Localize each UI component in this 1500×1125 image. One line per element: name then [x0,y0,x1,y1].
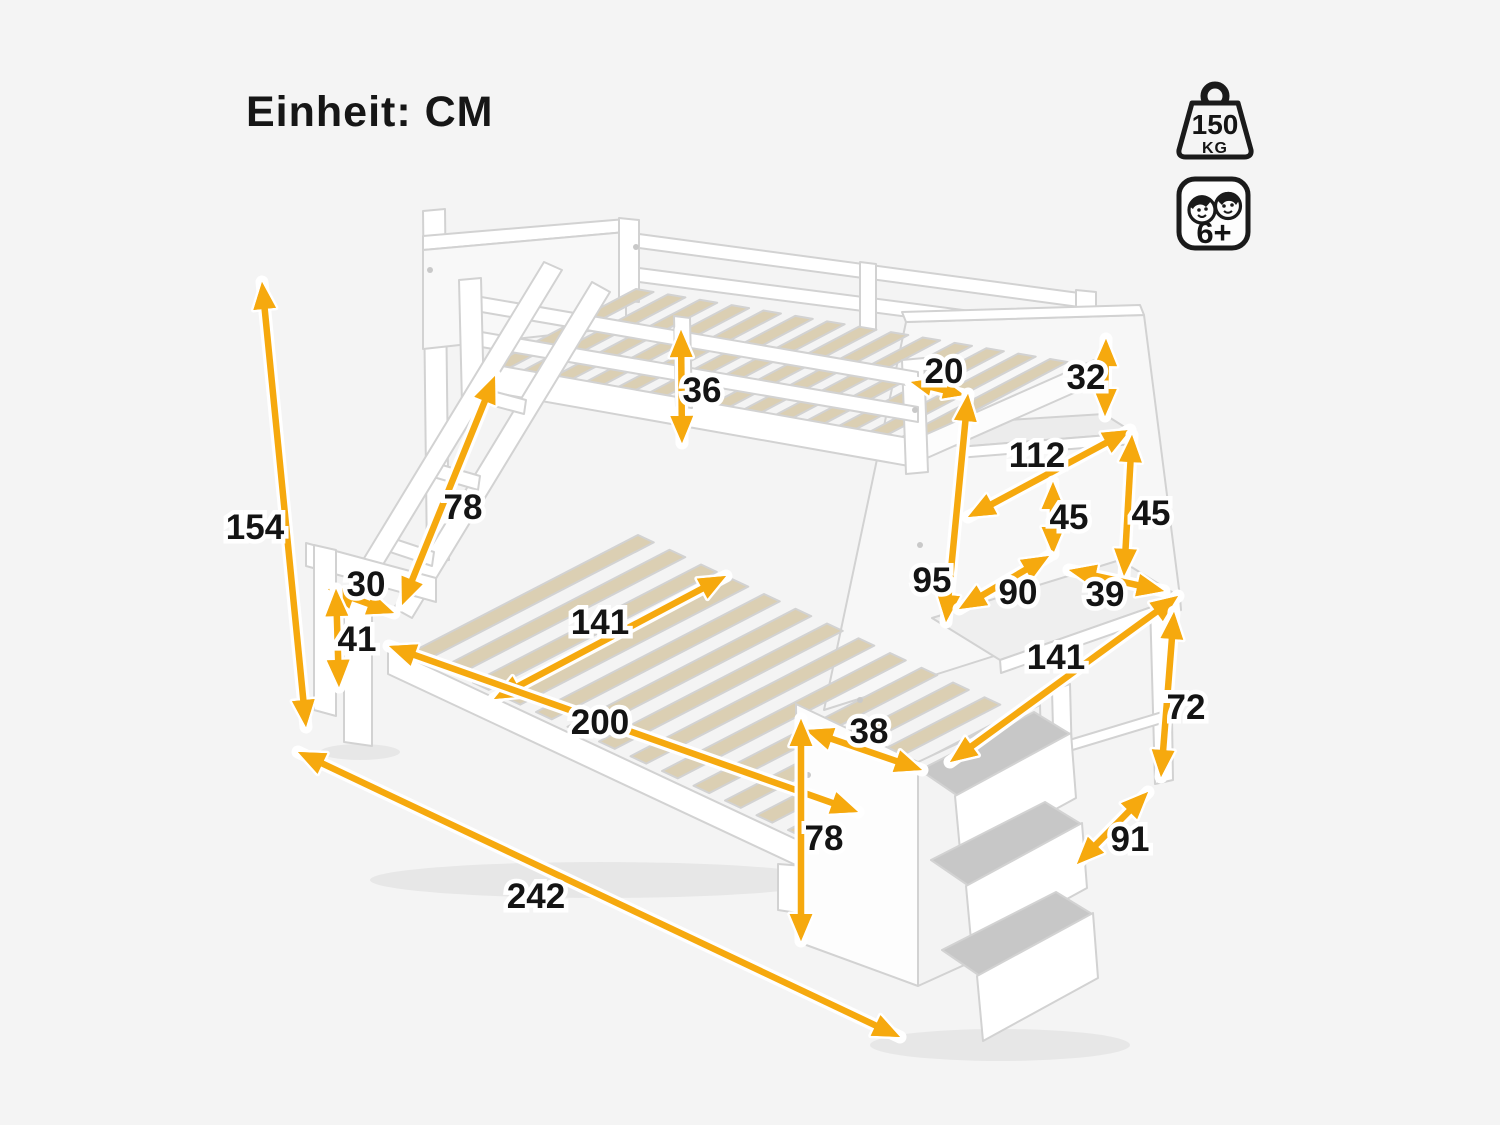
max-load-unit: KG [1202,140,1228,157]
weight-icon [1176,100,1254,160]
dimension-ladder-length: 78 [395,369,502,612]
unit-label: Einheit: CM [246,88,494,136]
dimension-side-rail-height: 41 [322,582,381,694]
slat [566,607,813,736]
age-label: 6+ [1196,215,1231,250]
dimension-label-post-depth: 20 [925,352,964,391]
dimension-label-overall-length: 242 [507,877,565,916]
dimension-cabinet-depth: 38 [799,708,929,777]
dimension-label-ladder-length: 78 [444,488,483,527]
dimension-desk-length: 141 [943,589,1185,769]
dimension-desk-inner-width: 90 [952,549,1056,617]
dimension-label-desk-inner-width: 90 [999,573,1038,612]
dimension-panel-height: 95 [908,387,980,629]
dimension-drawer-extension: 91 [1070,785,1155,871]
drawer-3 [941,891,1099,1042]
dimension-label-guardrail-height: 36 [683,371,722,410]
dimension-label-desk-clearance: 45 [1132,494,1171,533]
drawer-knob [1025,967,1045,987]
dimension-lower-bed-length: 200 [382,639,865,819]
dimension-label-desk-height: 72 [1167,688,1206,727]
dimension-shelf-length: 112 [961,423,1137,524]
dimension-label-desk-depth: 39 [1086,575,1125,614]
dimension-label-shelf-gap-height: 45 [1050,498,1089,537]
dimension-label-lower-bed-length: 200 [571,703,629,742]
dimension-lower-bed-width: 141 [487,569,733,706]
screw-dots [427,244,923,778]
slat [535,593,781,721]
dimension-guardrail-height: 36 [667,323,726,450]
dimension-label-cabinet-depth: 38 [850,712,889,751]
dimension-label-panel-height: 95 [913,561,952,600]
drawer-cabinet [795,703,1099,1042]
slat [629,637,876,765]
dimension-label-ladder-depth: 30 [347,565,386,604]
drawer-knob [1014,877,1034,897]
bed-illustration [305,208,1182,1061]
dimension-label-cabinet-height: 78 [805,819,844,858]
dimension-label-desk-length: 141 [1027,638,1085,677]
dimension-desk-clearance: 45 [1111,428,1175,583]
dimension-shelf-height: 32 [1062,332,1120,423]
dimension-label-side-rail-height: 41 [338,620,377,659]
dimension-label-overall-height: 154 [226,508,285,547]
slat [661,652,907,780]
max-load-value: 150 [1192,109,1239,140]
dimension-overall-height: 154 [221,275,318,734]
dimension-label-drawer-extension: 91 [1111,820,1150,859]
slat [472,563,718,691]
max-load-badge: 150 KG [1176,81,1254,160]
dimension-label-lower-bed-width: 141 [571,603,629,642]
dimension-post-depth: 20 [904,348,971,402]
dimension-cabinet-height: 78 [787,712,848,948]
dimension-label-shelf-length: 112 [1009,436,1065,475]
dimension-desk-height: 72 [1149,605,1210,784]
kids-faces-icon [1187,191,1243,225]
dimension-overall-length: 242 [291,745,907,1044]
drawer-2 [930,801,1088,952]
dimension-desk-depth: 39 [1062,562,1171,619]
age-badge: 6+ [1176,176,1251,251]
floor-shadows [320,744,1130,1061]
dimension-shelf-gap-height: 45 [1039,475,1093,561]
drawer-knob [1003,787,1023,807]
dimension-label-shelf-height: 32 [1067,358,1106,397]
slat [598,622,844,750]
drawer-1 [919,711,1077,862]
